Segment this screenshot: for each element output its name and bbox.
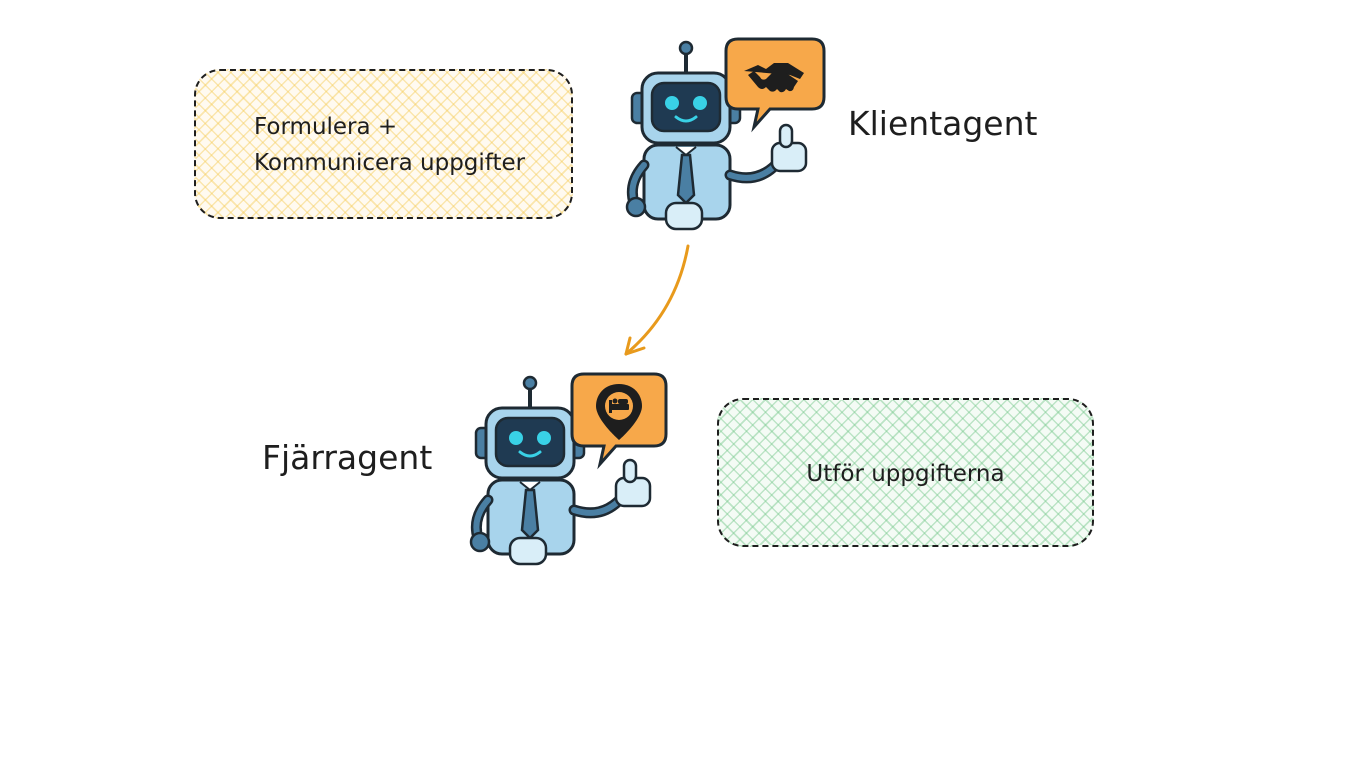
client-task-text: Formulera + Kommunicera uppgifter bbox=[254, 109, 525, 181]
hotel-location-pin-icon bbox=[596, 384, 642, 440]
client-task-line-2: Kommunicera uppgifter bbox=[254, 150, 526, 176]
client-task-line-1: Formulera + bbox=[254, 114, 398, 140]
remote-agent-label: Fjärragent bbox=[262, 438, 433, 477]
client-task-box: Formulera + Kommunicera uppgifter bbox=[194, 69, 573, 219]
client-agent-label: Klientagent bbox=[848, 104, 1038, 143]
arrow-connector bbox=[624, 244, 690, 356]
remote-robot-icon bbox=[469, 372, 668, 566]
remote-task-box: Utför uppgifterna bbox=[717, 398, 1094, 547]
handshake-icon bbox=[744, 63, 804, 93]
remote-task-text: Utför uppgifterna bbox=[806, 461, 1005, 487]
client-robot-icon bbox=[625, 37, 826, 231]
